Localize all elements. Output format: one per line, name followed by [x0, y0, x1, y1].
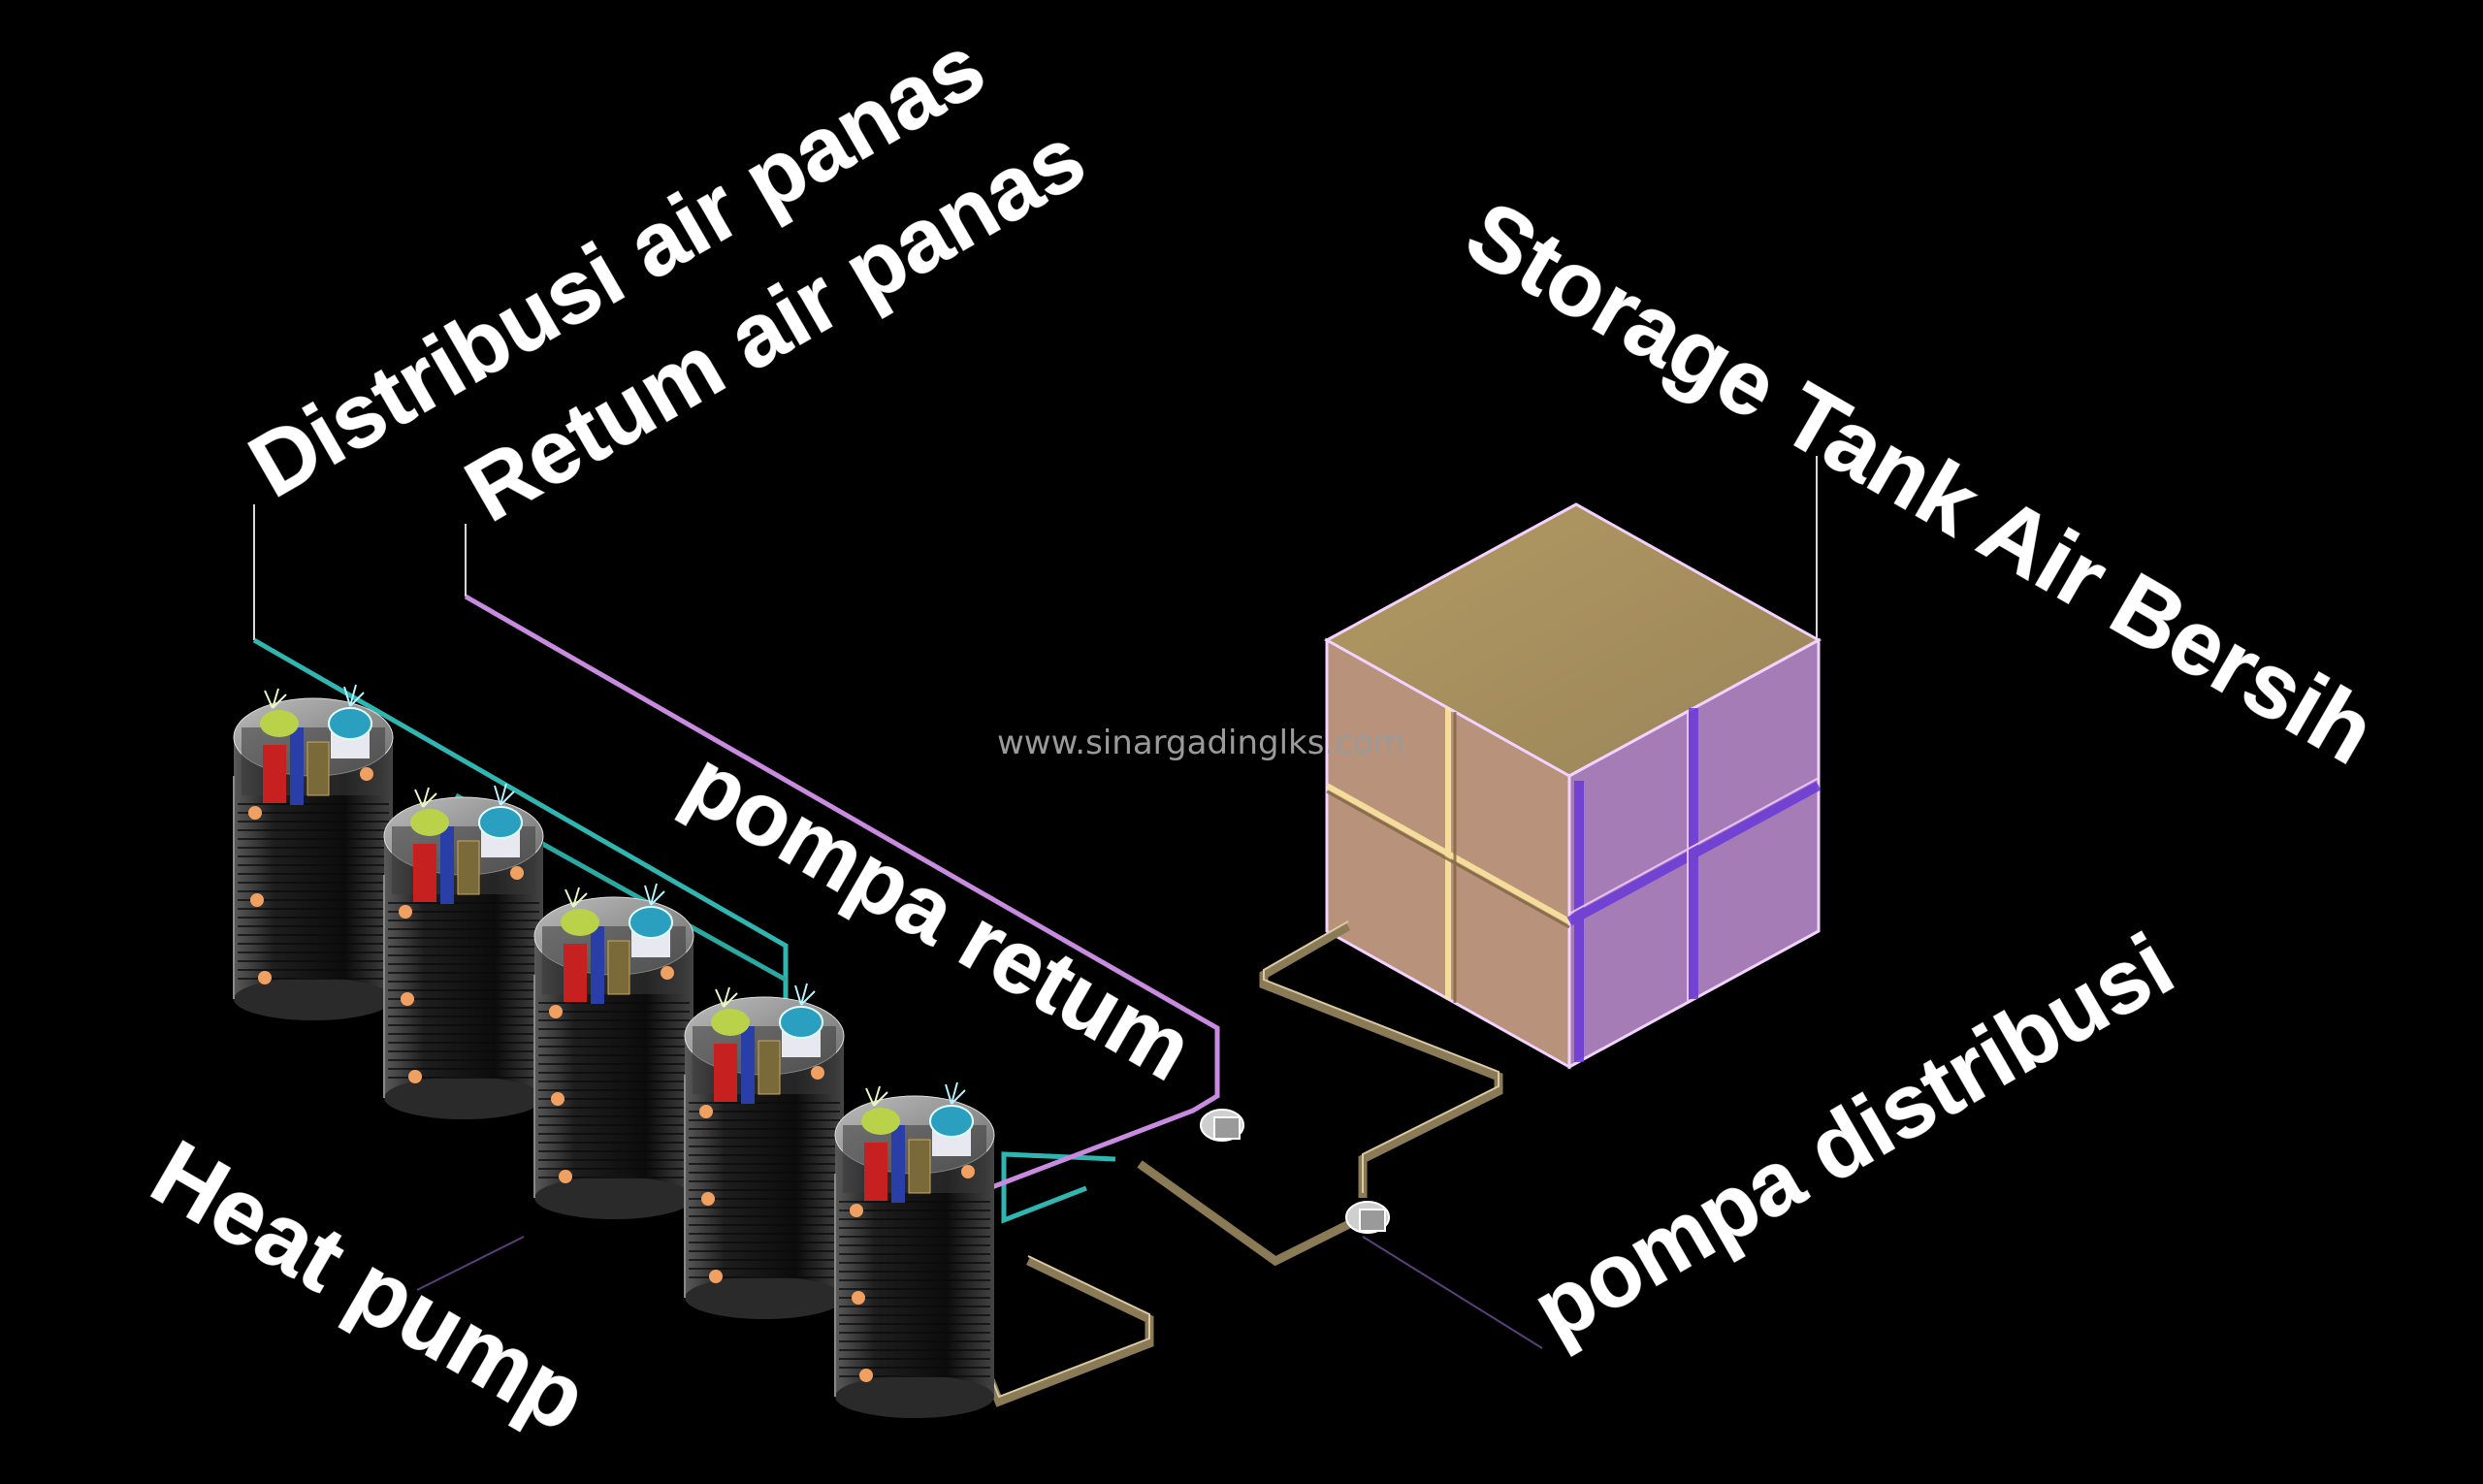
- heat-pump-group: [233, 684, 995, 1418]
- heat-pump-unit: [383, 783, 544, 1119]
- watermark: www.sinargadinglks.com: [997, 724, 1405, 762]
- pompa-retum-pump: [1200, 1109, 1244, 1142]
- pompa-distribusi-pump: [1345, 1201, 1390, 1234]
- leader-lines: [253, 456, 1818, 640]
- heat-pump-unit: [233, 684, 394, 1020]
- heat-pump-unit: [834, 1081, 995, 1418]
- heat-pump-unit: [533, 883, 694, 1219]
- return-pipe: [464, 594, 1220, 1191]
- heat-pump-unit: [684, 983, 845, 1319]
- storage-tank: [1323, 502, 1822, 1070]
- heat-pump-leader: [416, 1236, 525, 1291]
- pompa-distribusi-leader: [1362, 1236, 1543, 1349]
